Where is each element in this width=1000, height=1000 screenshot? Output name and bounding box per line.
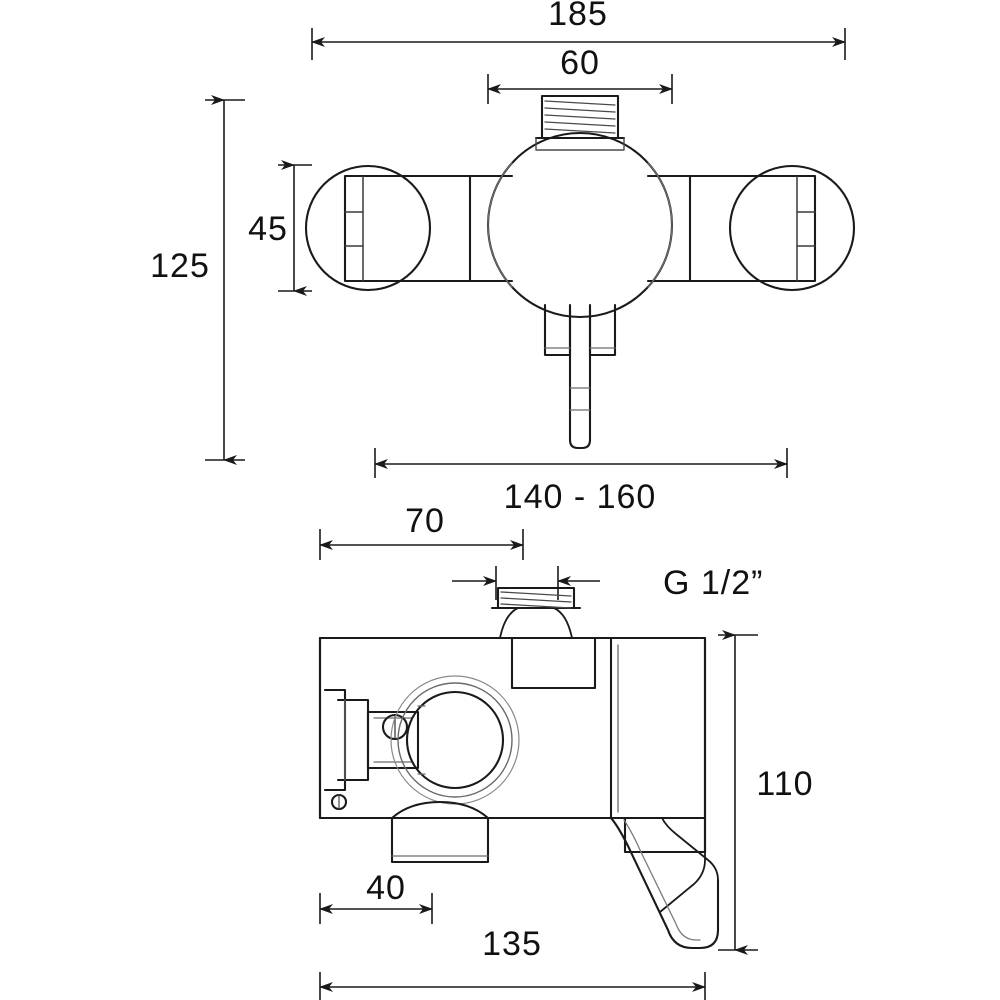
- front-lever: [543, 303, 617, 450]
- dimension-140-160-label: 140 - 160: [504, 478, 657, 516]
- valve-body-circle: [486, 131, 674, 319]
- dimension-45-label: 45: [248, 210, 288, 248]
- dimension-135-label: 135: [482, 925, 542, 963]
- dimension-60-label: 60: [560, 44, 600, 82]
- right-handle-detail: [796, 175, 816, 282]
- front-elevation-view: [304, 94, 856, 450]
- side-body-top: [318, 636, 707, 854]
- dimension-70-label: 70: [405, 502, 445, 540]
- dimension-110-label: 110: [756, 765, 813, 803]
- left-handle-knob: [304, 164, 432, 292]
- dimension-125-label: 125: [150, 247, 210, 285]
- side-upper-dimension-group: [319, 529, 600, 600]
- side-body-bottom: [318, 636, 707, 820]
- side-handle-shaft: [366, 710, 420, 770]
- valve-body-inner-arc-right: [647, 162, 673, 288]
- side-escutcheon: [323, 688, 370, 792]
- side-thread-lines: [500, 591, 572, 609]
- dimension-40-label: 40: [366, 869, 406, 907]
- left-neck: [468, 174, 514, 283]
- valve-body-inner-arc-left: [487, 162, 513, 288]
- side-lower-dimension-group: [319, 630, 758, 1000]
- handle-grub-screw: [381, 713, 409, 741]
- right-neck: [646, 174, 692, 283]
- left-handle-detail: [344, 175, 364, 282]
- side-threaded-outlet: [490, 586, 582, 639]
- thread-size-label: G 1/2”: [663, 564, 763, 602]
- side-bottom-outlet: [390, 800, 490, 864]
- right-handle-knob: [728, 164, 856, 292]
- side-lever-handle: [609, 816, 720, 950]
- side-body-outline: [318, 636, 707, 854]
- top-threaded-outlet: [534, 94, 626, 151]
- front-dimension-group: [205, 28, 846, 478]
- right-handle-body: [688, 174, 817, 283]
- thread-lines: [544, 100, 616, 134]
- dimension-185-label: 185: [548, 0, 608, 33]
- side-handle-profile: [390, 675, 520, 805]
- side-elevation-view: [318, 586, 720, 950]
- side-lower-screw: [330, 793, 348, 811]
